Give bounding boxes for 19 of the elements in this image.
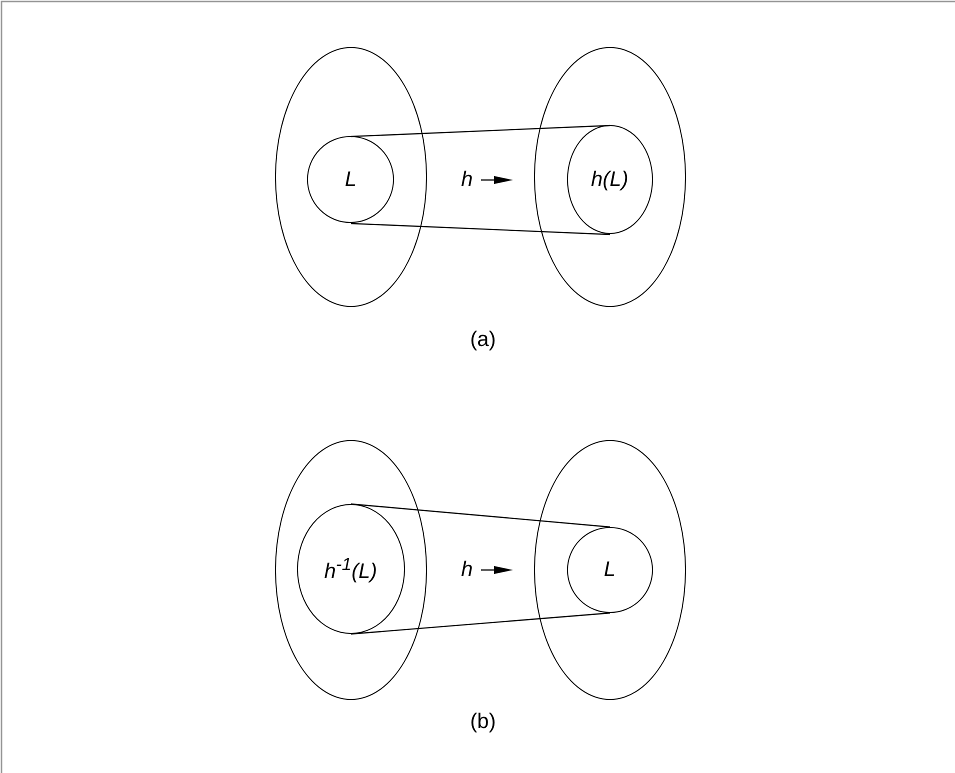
connector-line (350, 612, 610, 635)
set-ellipse (275, 47, 427, 307)
subfigure-caption: (b) (470, 710, 496, 734)
set-circle (566, 125, 653, 234)
set-ellipse (534, 47, 686, 307)
set-label: L (344, 168, 357, 192)
set-ellipse (275, 440, 427, 700)
set-circle (566, 526, 653, 613)
mapping-label: h (461, 558, 473, 582)
mapping-label: h (461, 168, 473, 192)
set-label: h(L) (591, 168, 628, 192)
connector-line (350, 222, 610, 236)
set-ellipse (534, 440, 686, 700)
set-label: h$^{-1}$(L) (324, 554, 378, 584)
connector-line (350, 503, 610, 528)
set-circle (296, 504, 405, 634)
set-label: L (604, 558, 616, 582)
subfigure-caption: (a) (470, 328, 496, 352)
set-circle (307, 136, 394, 224)
